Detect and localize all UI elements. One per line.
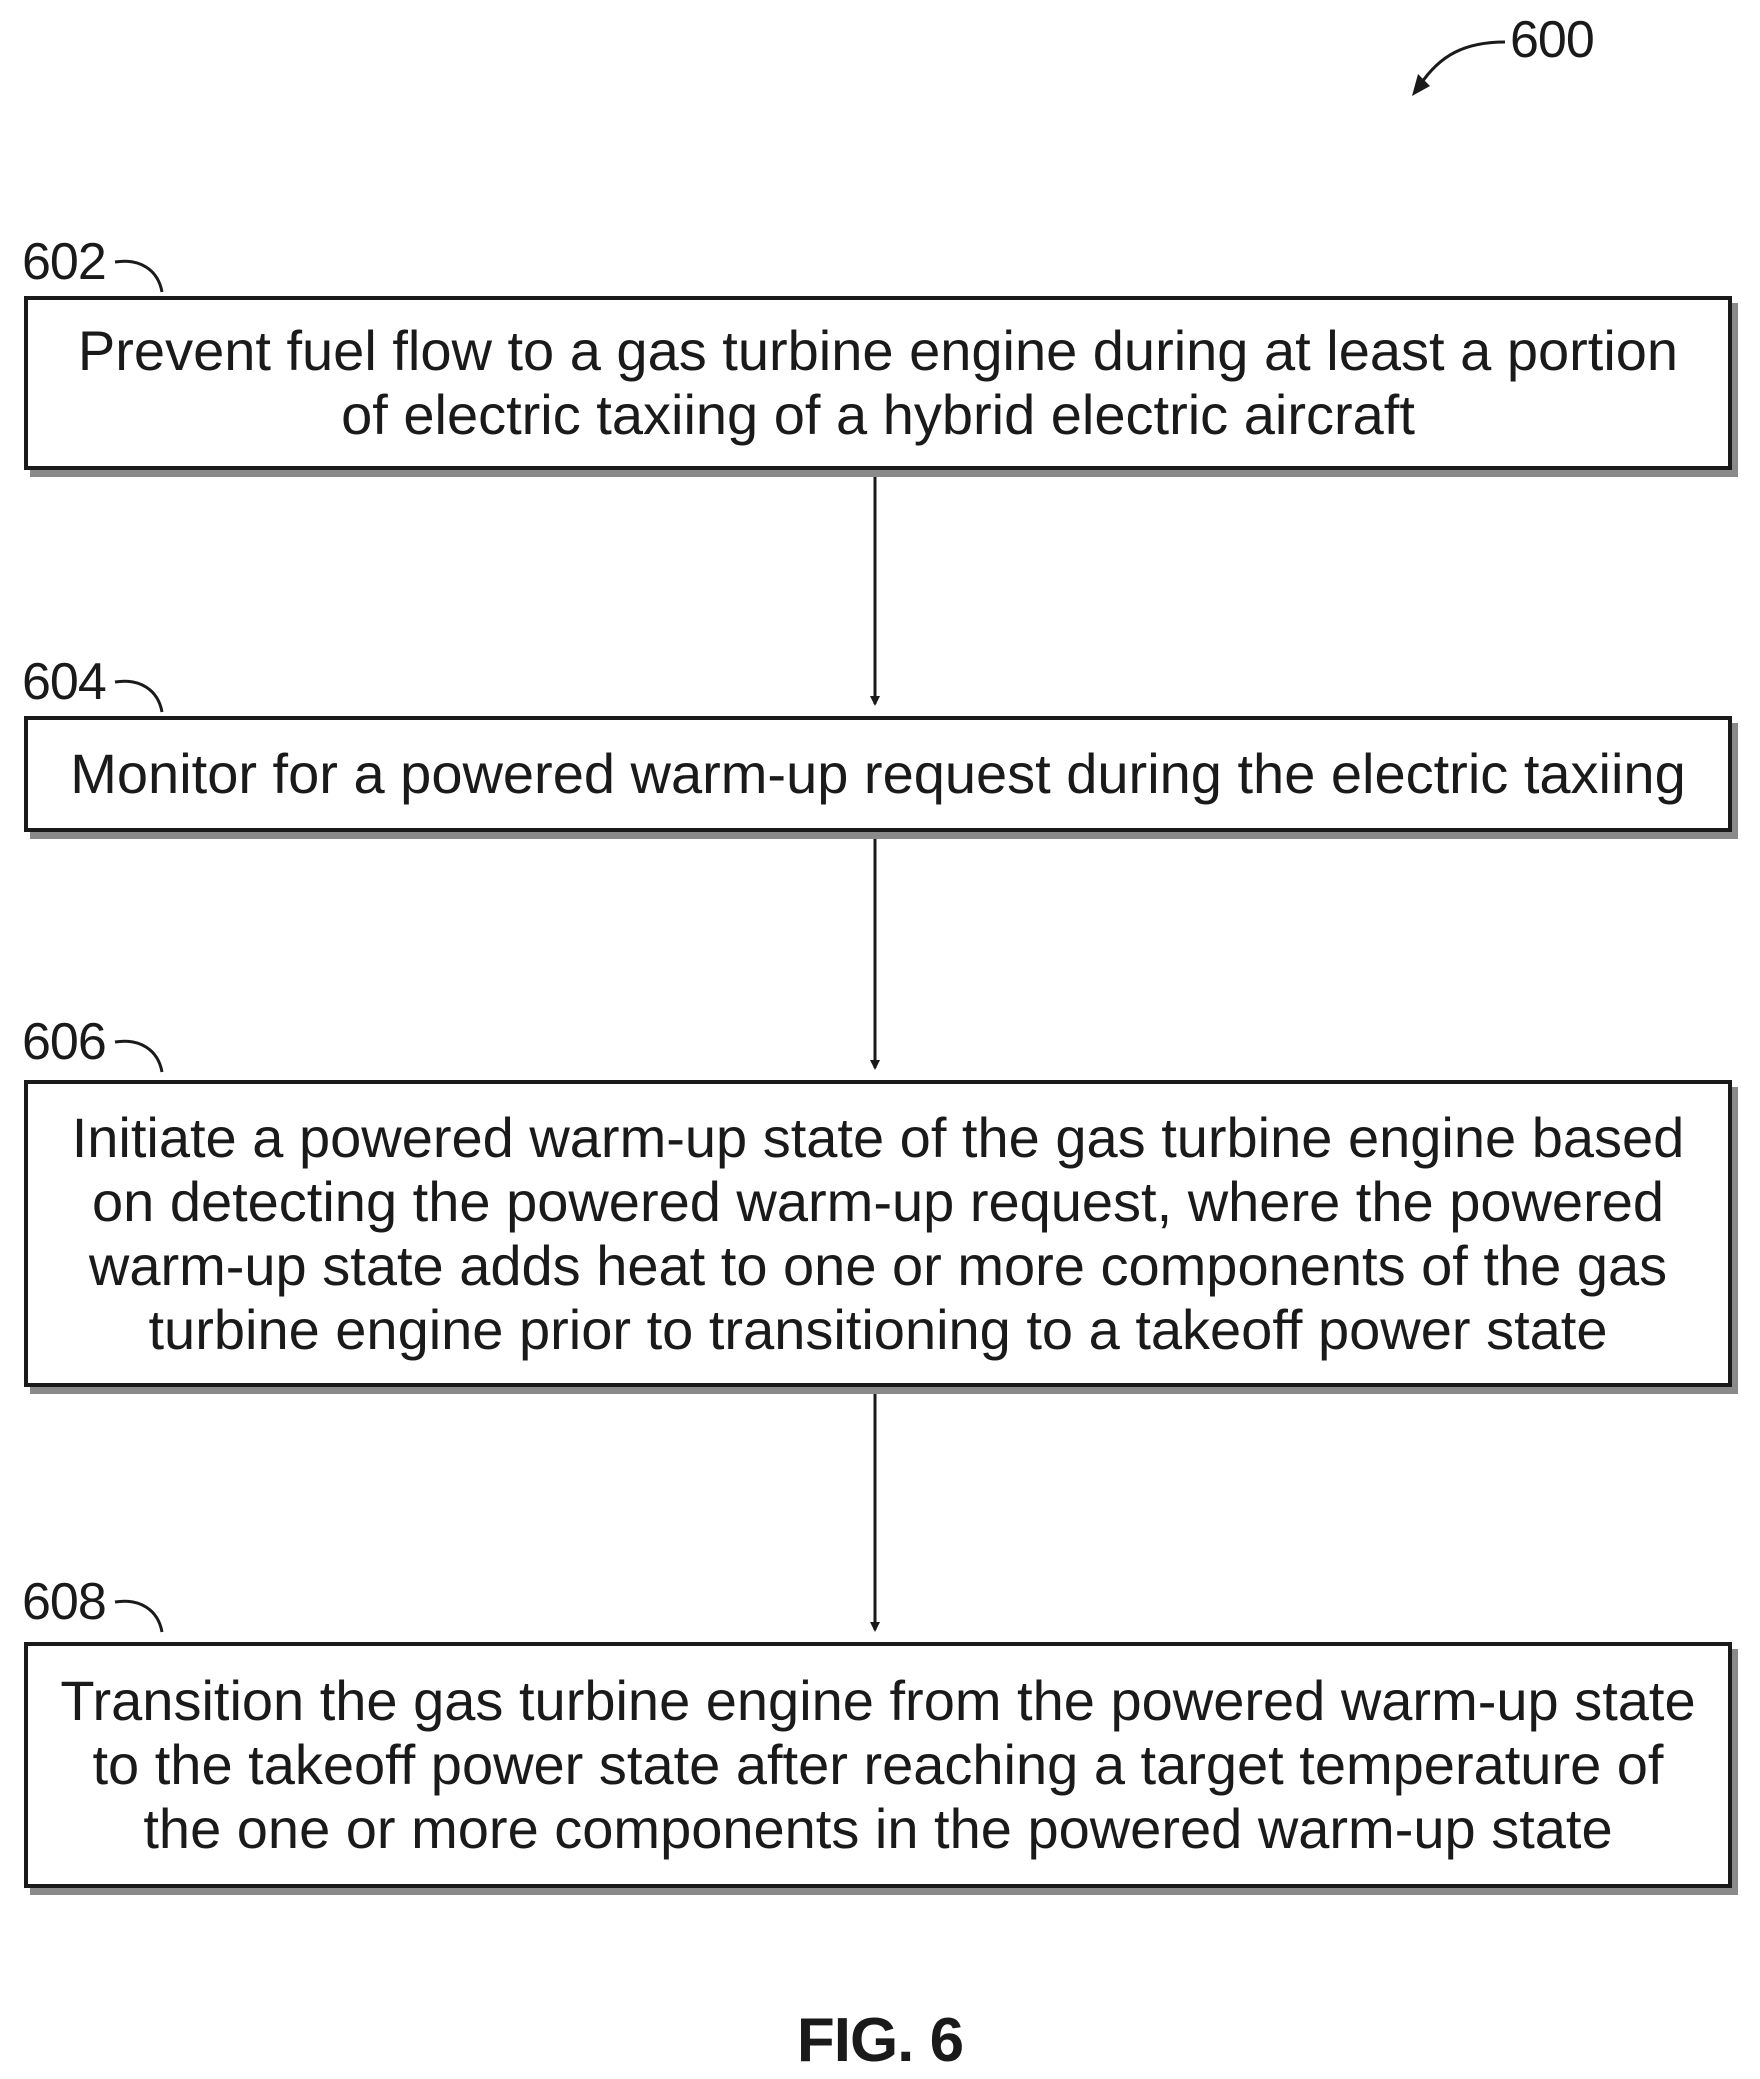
figure-reference-leader-arrow — [1420, 42, 1505, 85]
step-604-box: Monitor for a powered warm-up request du… — [24, 716, 1732, 832]
step-608-leader-line — [115, 1601, 162, 1632]
step-602-leader-line — [115, 261, 162, 292]
step-602-box: Prevent fuel flow to a gas turbine engin… — [24, 296, 1732, 470]
step-608-reference-number: 608 — [22, 1576, 106, 1628]
step-608-text: Transition the gas turbine engine from t… — [52, 1669, 1704, 1861]
step-606-reference-number: 606 — [22, 1016, 106, 1068]
step-604-reference-number: 604 — [22, 656, 106, 708]
figure-reference-arrowhead — [1412, 74, 1430, 96]
step-602-text: Prevent fuel flow to a gas turbine engin… — [52, 319, 1704, 447]
step-604-leader-line — [115, 681, 162, 712]
figure-reference-number: 600 — [1510, 14, 1594, 66]
step-606-box: Initiate a powered warm-up state of the … — [24, 1080, 1732, 1387]
step-602-reference-number: 602 — [22, 236, 106, 288]
step-608-box: Transition the gas turbine engine from t… — [24, 1642, 1732, 1888]
step-606-text: Initiate a powered warm-up state of the … — [52, 1106, 1704, 1362]
figure-caption: FIG. 6 — [0, 2010, 1760, 2072]
step-604-text: Monitor for a powered warm-up request du… — [70, 742, 1685, 806]
step-606-leader-line — [115, 1041, 162, 1072]
